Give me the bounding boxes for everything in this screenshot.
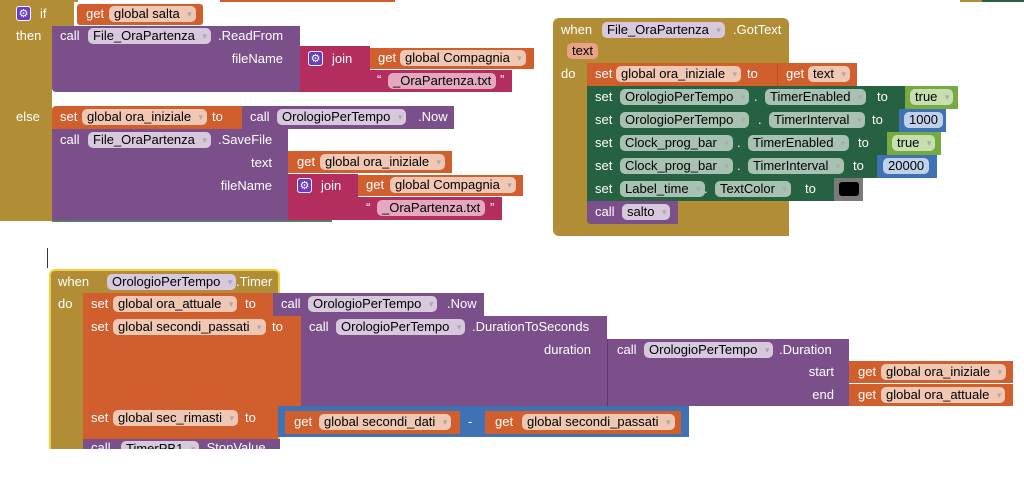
set-property-block[interactable]: set Clock_prog_bar . TimerInterval to <box>587 155 877 178</box>
property-dropdown[interactable]: TimerInterval <box>769 112 866 128</box>
property-dropdown[interactable]: TextColor <box>715 181 791 197</box>
get-global-compagnia-block[interactable]: get global Compagnia <box>358 175 523 196</box>
get-text-block[interactable]: get text <box>777 63 857 86</box>
boolean-dropdown[interactable]: true <box>910 89 954 105</box>
set-ora-iniziale-block[interactable]: set global ora_iniziale to <box>52 106 242 129</box>
if-label: if <box>40 6 47 21</box>
color-swatch-black[interactable] <box>839 182 859 196</box>
component-dropdown[interactable]: OrologioPerTempo <box>308 296 438 312</box>
component-dropdown[interactable]: OrologioPerTempo <box>277 109 407 125</box>
event-param-text[interactable]: text <box>567 43 598 59</box>
variable-dropdown[interactable]: global ora_iniziale <box>320 154 446 170</box>
procedure-dropdown[interactable]: salto <box>622 204 671 220</box>
component-dropdown[interactable]: Clock_prog_bar <box>620 158 733 174</box>
variable-dropdown[interactable]: global secondi_passati <box>113 319 266 335</box>
logic-true-block[interactable]: true <box>887 132 941 155</box>
set-ora-iniziale-block[interactable]: set global ora_iniziale to <box>587 63 777 86</box>
variable-dropdown[interactable]: global secondi_passati <box>522 414 675 430</box>
set-property-block[interactable]: set Label_time . TextColor to <box>587 178 834 201</box>
variable-dropdown[interactable]: global Compagnia <box>400 50 526 66</box>
set-secondi-passati-block[interactable]: set global secondi_passati to <box>83 316 301 406</box>
variable-dropdown[interactable]: global sec_rimasti <box>113 410 239 426</box>
set-property-block[interactable]: set OrologioPerTempo . TimerEnabled to <box>587 86 905 109</box>
set-property-block[interactable]: set Clock_prog_bar . TimerEnabled to <box>587 132 887 155</box>
get-secondi-dati-block[interactable]: get global secondi_dati <box>285 411 460 434</box>
join-block[interactable]: ⚙ join <box>288 174 358 220</box>
component-dropdown[interactable]: OrologioPerTempo <box>644 342 774 358</box>
call-duration-block[interactable]: call OrologioPerTempo .Duration start en… <box>607 339 849 406</box>
variable-dropdown[interactable]: global ora_iniziale <box>82 109 208 125</box>
mutator-gear-icon[interactable]: ⚙ <box>16 6 31 21</box>
property-dropdown[interactable]: TimerEnabled <box>748 135 850 151</box>
set-sec-rimasti-block[interactable]: set global sec_rimasti to <box>83 406 278 439</box>
get-secondi-passati-block[interactable]: get global secondi_passati <box>485 411 681 434</box>
text-value[interactable]: _OraPartenza.txt <box>388 73 497 89</box>
component-dropdown[interactable]: File_OraPartenza <box>88 28 211 44</box>
set-ora-attuale-block[interactable]: set global ora_attuale to <box>83 293 273 316</box>
number-block[interactable]: 20000 <box>877 155 937 178</box>
get-ora-attuale-block[interactable]: get global ora_attuale <box>849 384 1013 406</box>
join-gear-icon[interactable]: ⚙ <box>297 178 312 193</box>
logic-true-block[interactable]: true <box>905 86 958 109</box>
if-block[interactable] <box>0 0 52 221</box>
text-string-block[interactable]: “ _OraPartenza.txt ” <box>370 70 512 92</box>
call-durationtoseconds-block[interactable]: call OrologioPerTempo .DurationToSeconds… <box>301 316 607 406</box>
component-dropdown[interactable]: OrologioPerTempo <box>620 112 750 128</box>
else-label: else <box>16 109 40 124</box>
call-savefile-block[interactable]: call File_OraPartenza .SaveFile text fil… <box>52 129 288 220</box>
component-dropdown[interactable]: File_OraPartenza <box>88 132 211 148</box>
variable-dropdown[interactable]: global ora_attuale <box>113 296 238 312</box>
call-now-block[interactable]: call OrologioPerTempo .Now <box>242 106 454 129</box>
component-dropdown[interactable]: Clock_prog_bar <box>620 135 733 151</box>
component-dropdown[interactable]: File_OraPartenza <box>602 22 725 38</box>
then-label: then <box>16 28 42 43</box>
number-value[interactable]: 20000 <box>883 158 930 174</box>
get-global-compagnia-block[interactable]: get global Compagnia <box>370 48 534 69</box>
color-block[interactable] <box>834 178 863 201</box>
variable-dropdown[interactable]: global ora_iniziale <box>881 364 1007 380</box>
call-readfrom-block[interactable]: call File_OraPartenza .ReadFrom fileName <box>52 26 300 92</box>
property-dropdown[interactable]: TimerInterval <box>748 158 845 174</box>
variable-dropdown[interactable]: global ora_attuale <box>881 387 1006 403</box>
variable-dropdown[interactable]: global Compagnia <box>390 177 516 193</box>
cursor-line <box>47 248 48 268</box>
call-salto-block[interactable]: call salto <box>587 201 678 224</box>
variable-dropdown[interactable]: text <box>808 66 850 82</box>
text-value[interactable]: _OraPartenza.txt <box>377 200 486 216</box>
component-dropdown[interactable]: OrologioPerTempo <box>107 274 237 290</box>
call-partial-block[interactable]: call TimerPB1 .StopValue <box>83 439 280 449</box>
join-gear-icon[interactable]: ⚙ <box>308 51 323 66</box>
text-string-block[interactable]: “ _OraPartenza.txt ” <box>358 197 502 220</box>
component-dropdown[interactable]: TimerPB1 <box>121 441 200 449</box>
boolean-dropdown[interactable]: true <box>892 135 936 151</box>
top-block-fragment <box>960 0 982 2</box>
set-property-block[interactable]: set OrologioPerTempo . TimerInterval to <box>587 109 899 132</box>
component-dropdown[interactable]: Label_time <box>620 181 705 197</box>
variable-dropdown[interactable]: global ora_iniziale <box>616 66 742 82</box>
join-block[interactable]: ⚙ join <box>300 46 370 92</box>
variable-dropdown[interactable]: global salta <box>109 6 196 22</box>
number-value[interactable]: 1000 <box>904 112 943 128</box>
variable-dropdown[interactable]: global secondi_dati <box>319 414 452 430</box>
get-ora-iniziale-block[interactable]: get global ora_iniziale <box>288 151 452 173</box>
component-dropdown[interactable]: OrologioPerTempo <box>336 319 466 335</box>
component-dropdown[interactable]: OrologioPerTempo <box>620 89 750 105</box>
top-block-fragment <box>220 0 395 2</box>
number-block[interactable]: 1000 <box>899 109 946 132</box>
get-ora-iniziale-block[interactable]: get global ora_iniziale <box>849 361 1013 383</box>
top-block-fragment <box>982 0 1024 2</box>
get-global-salta-block[interactable]: get global salta <box>77 4 203 25</box>
property-dropdown[interactable]: TimerEnabled <box>765 89 867 105</box>
call-now-block[interactable]: call OrologioPerTempo .Now <box>273 293 484 316</box>
